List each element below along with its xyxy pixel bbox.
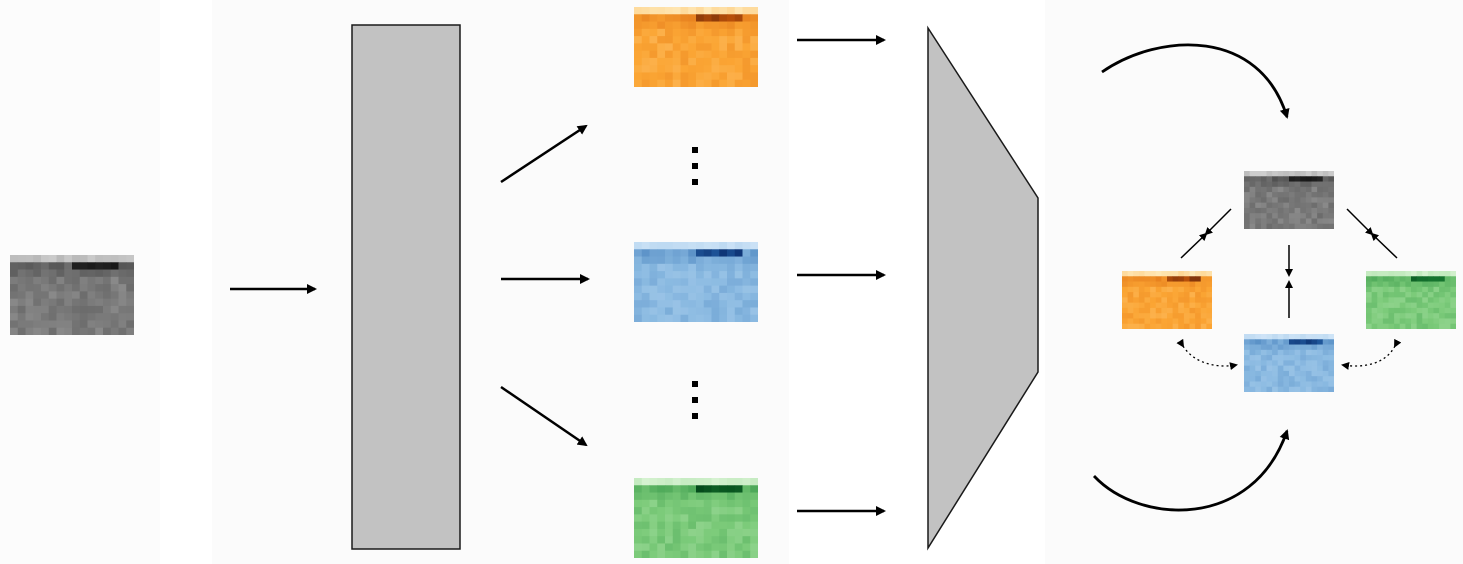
input-patch <box>10 255 134 335</box>
dotted-arrow-orange-blue <box>1176 338 1238 371</box>
relation-orange-patch <box>1122 271 1212 329</box>
vertical-ellipsis-icon <box>692 147 698 185</box>
curved-arrow-top <box>1101 43 1290 119</box>
relation-arrow-orange-to-gray <box>1180 232 1208 259</box>
blue-output-patch <box>634 242 758 322</box>
relation-arrow-gray-to-orange <box>1204 208 1232 236</box>
relation-arrow-green-to-gray <box>1370 232 1398 259</box>
curved-arrow-bottom <box>1092 429 1290 512</box>
relation-arrow-gray-to-green <box>1346 208 1374 236</box>
orange-output-patch <box>634 7 758 87</box>
encoder-block <box>351 24 461 550</box>
branch-arrow-top <box>500 124 588 184</box>
fusion-trapezoid <box>927 25 1039 551</box>
vertical-ellipsis-icon <box>692 381 698 419</box>
relation-blue-patch <box>1244 334 1334 392</box>
branch-arrow-bottom <box>500 385 588 447</box>
relation-gray-patch <box>1244 171 1334 229</box>
green-output-patch <box>634 478 758 558</box>
dotted-arrow-green-blue <box>1341 338 1402 370</box>
relation-green-patch <box>1366 271 1456 329</box>
